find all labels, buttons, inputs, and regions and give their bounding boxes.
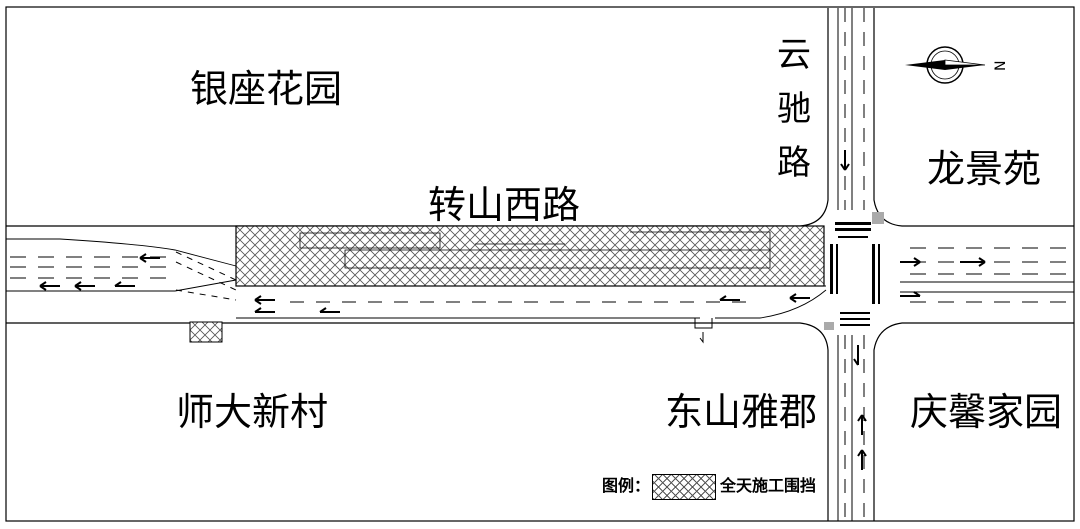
area-label-s-center: 东山雅郡 — [665, 390, 818, 434]
area-label-se: 庆馨家园 — [910, 390, 1063, 434]
crosswalks — [830, 222, 880, 326]
west-lane-dashes — [10, 251, 237, 301]
road-label-main: 转山西路 — [428, 183, 581, 227]
area-label-sw: 师大新村 — [176, 390, 329, 434]
road-label-cross-char-3: 路 — [777, 143, 811, 183]
main-road-edges — [6, 8, 1074, 521]
area-label-ne: 龙景苑 — [927, 147, 1042, 191]
area-label-nw: 银座花园 — [190, 67, 343, 111]
lane-arrows — [39, 150, 986, 470]
east-lane-dashes — [910, 247, 1074, 303]
ne-fence-block — [872, 212, 884, 224]
legend-hatch-swatch — [652, 474, 716, 500]
legend-prefix: 图例： — [602, 476, 651, 495]
compass-north-letter: N — [993, 61, 1009, 71]
sw-fence-block — [189, 321, 223, 343]
sw-corner-block — [824, 322, 834, 330]
map-frame — [5, 6, 1075, 522]
entrance-stub — [694, 318, 713, 344]
north-compass-icon: N — [905, 46, 1009, 84]
legend-label: 全天施工围挡 — [720, 476, 817, 495]
road-label-cross-char-1: 云 — [777, 35, 811, 75]
construction-zone-internal — [299, 231, 771, 269]
road-label-cross-char-2: 驰 — [777, 89, 811, 129]
construction-zone — [235, 225, 825, 287]
cross-road-lanes — [837, 8, 865, 521]
